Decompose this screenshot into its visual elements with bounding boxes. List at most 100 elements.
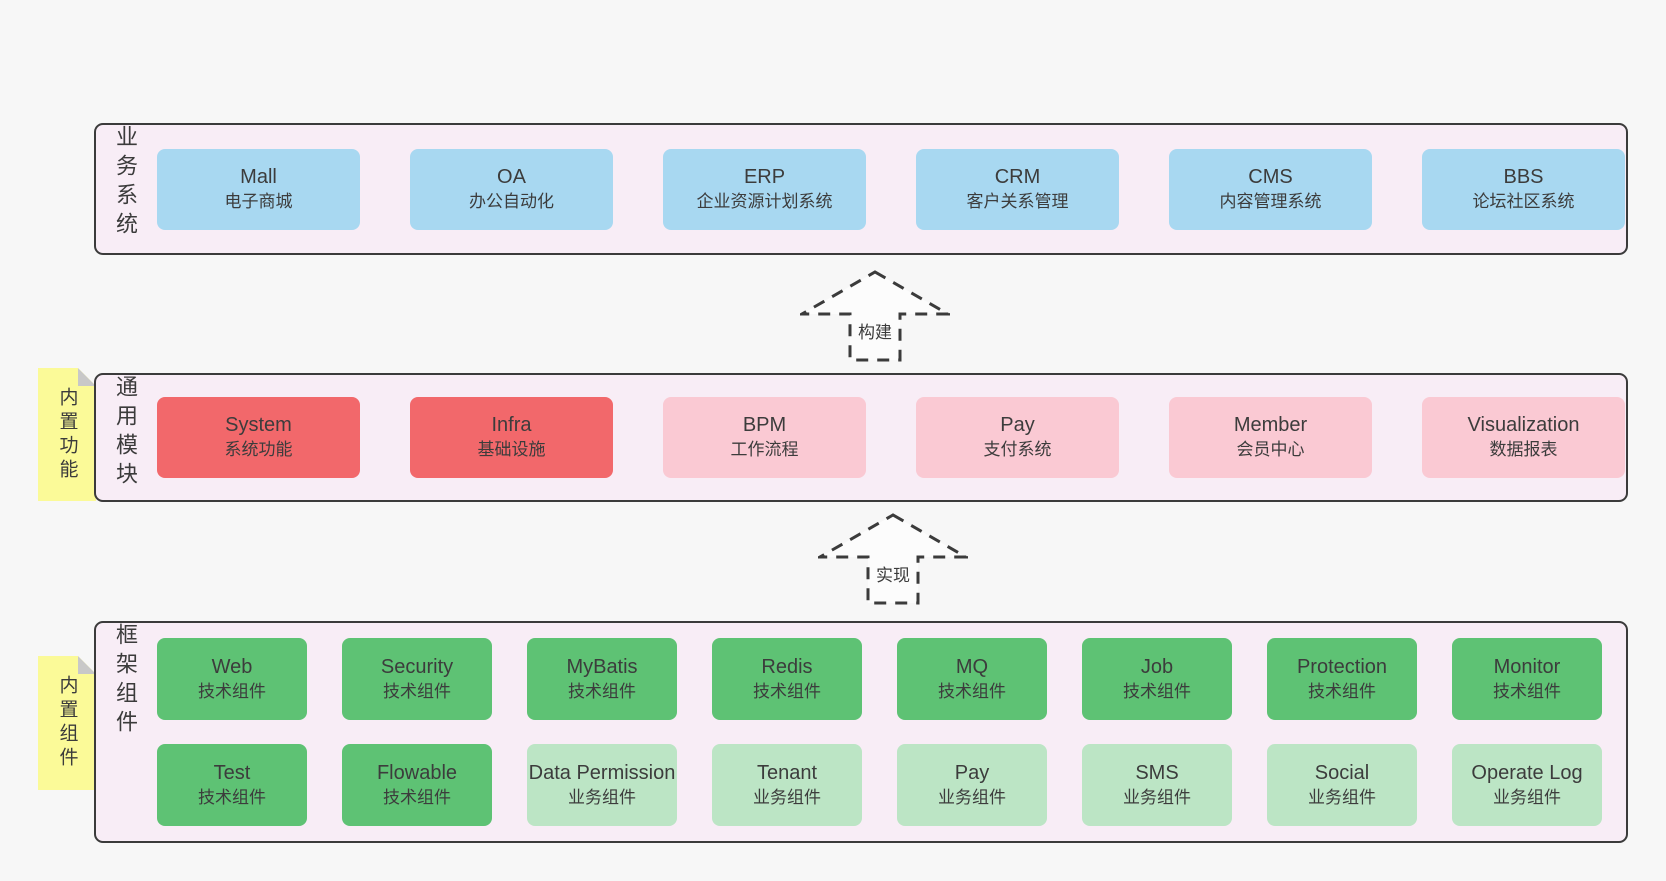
box-mybatis: MyBatis 技术组件 (527, 638, 677, 720)
box-name: SMS (1135, 761, 1179, 784)
box-subtitle: 系统功能 (224, 440, 293, 460)
box-subtitle: 基础设施 (477, 440, 546, 460)
box-subtitle: 技术组件 (1493, 681, 1561, 701)
box-subtitle: 技术组件 (753, 681, 821, 701)
box-protection: Protection 技术组件 (1267, 638, 1417, 720)
arrow-implement: 实现 (818, 513, 968, 605)
box-name: Infra (491, 414, 532, 437)
box-name: Flowable (376, 761, 458, 784)
box-name: Test (213, 761, 251, 784)
box-name: Tenant (756, 761, 818, 784)
box-subtitle: 业务组件 (753, 787, 821, 807)
box-name: CMS (1248, 165, 1293, 188)
box-subtitle: 客户关系管理 (966, 191, 1069, 211)
sticky-note-built-in-features: 内置功能 (38, 368, 96, 501)
box-name: Job (1140, 655, 1174, 678)
box-bpm: BPM 工作流程 (663, 397, 866, 478)
arrow-build: 构建 (800, 270, 950, 362)
box-flowable: Flowable 技术组件 (342, 744, 492, 826)
sticky-note-label: 内置功能 (56, 386, 78, 483)
box-subtitle: 内容管理系统 (1219, 191, 1322, 211)
box-subtitle: 业务组件 (1308, 787, 1376, 807)
box-subtitle: 业务组件 (568, 787, 636, 807)
arrow-label: 构建 (855, 317, 895, 344)
box-subtitle: 业务组件 (938, 787, 1006, 807)
box-name: Monitor (1493, 655, 1561, 678)
box-name: BPM (742, 414, 787, 437)
box-name: MQ (955, 655, 989, 678)
box-name: Redis (761, 655, 813, 678)
band-label: 通用模块 (113, 375, 138, 491)
box-monitor: Monitor 技术组件 (1452, 638, 1602, 720)
box-system: System 系统功能 (157, 397, 360, 478)
box-subtitle: 工作流程 (730, 440, 799, 460)
box-name: Visualization (1467, 414, 1580, 437)
box-tenant: Tenant 业务组件 (712, 744, 862, 826)
box-name: Security (380, 655, 454, 678)
box-name: BBS (1503, 165, 1544, 188)
box-subtitle: 技术组件 (568, 681, 636, 701)
box-name: MyBatis (566, 655, 638, 678)
box-subtitle: 技术组件 (383, 681, 451, 701)
box-name: Pay (1000, 414, 1035, 437)
box-name: Operate Log (1471, 761, 1583, 784)
box-bbs: BBS 论坛社区系统 (1422, 148, 1625, 230)
box-crm: CRM 客户关系管理 (916, 148, 1119, 230)
box-subtitle: 业务组件 (1493, 787, 1561, 807)
box-subtitle: 企业资源计划系统 (696, 191, 833, 211)
box-subtitle: 技术组件 (1308, 681, 1376, 701)
box-subtitle: 数据报表 (1489, 440, 1558, 460)
box-web: Web 技术组件 (157, 638, 307, 720)
box-subtitle: 技术组件 (1123, 681, 1191, 701)
box-cms: CMS 内容管理系统 (1169, 148, 1372, 230)
box-subtitle: 办公自动化 (469, 191, 554, 211)
box-subtitle: 技术组件 (198, 787, 266, 807)
box-subtitle: 论坛社区系统 (1472, 191, 1575, 211)
box-operate-log: Operate Log 业务组件 (1452, 744, 1602, 826)
box-name: Web (211, 655, 253, 678)
box-name: CRM (994, 165, 1041, 188)
box-visualization: Visualization 数据报表 (1422, 397, 1625, 478)
box-subtitle: 业务组件 (1123, 787, 1191, 807)
box-name: Pay (954, 761, 990, 784)
box-test: Test 技术组件 (157, 744, 307, 826)
sticky-note-label: 内置组件 (56, 675, 78, 771)
box-name: Member (1233, 414, 1308, 437)
box-data-permission: Data Permission 业务组件 (527, 744, 677, 826)
box-subtitle: 技术组件 (938, 681, 1006, 701)
box-name: Protection (1296, 655, 1388, 678)
box-erp: ERP 企业资源计划系统 (663, 148, 866, 230)
box-name: Data Permission (528, 761, 676, 784)
box-name: ERP (743, 165, 786, 188)
box-name: Mall (240, 165, 277, 188)
box-mq: MQ 技术组件 (897, 638, 1047, 720)
box-redis: Redis 技术组件 (712, 638, 862, 720)
box-subtitle: 技术组件 (383, 787, 451, 807)
box-security: Security 技术组件 (342, 638, 492, 720)
band-label: 业务系统 (113, 125, 138, 241)
dashed-up-arrow-icon (818, 513, 968, 605)
box-sms: SMS 业务组件 (1082, 744, 1232, 826)
sticky-note-built-in-components: 内置组件 (38, 656, 96, 790)
arrow-label: 实现 (873, 560, 913, 587)
box-member: Member 会员中心 (1169, 397, 1372, 478)
box-job: Job 技术组件 (1082, 638, 1232, 720)
box-subtitle: 会员中心 (1236, 440, 1305, 460)
dashed-up-arrow-icon (800, 270, 950, 362)
box-subtitle: 技术组件 (198, 681, 266, 701)
box-infra: Infra 基础设施 (410, 397, 613, 478)
box-name: System (225, 414, 292, 437)
